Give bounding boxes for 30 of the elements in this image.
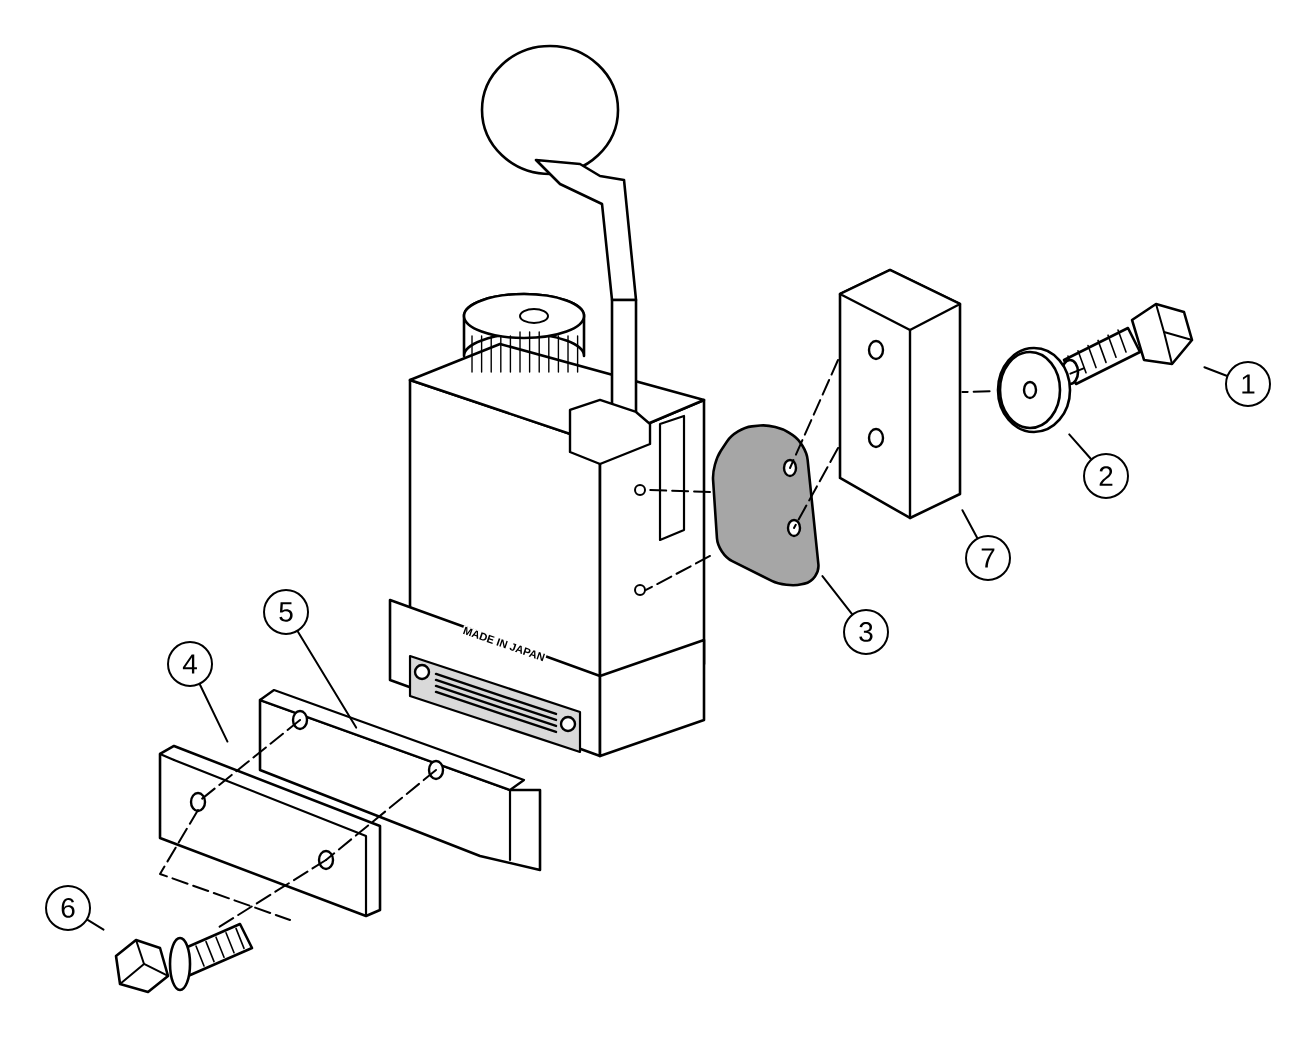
centerline	[213, 859, 327, 931]
centerline	[645, 555, 711, 591]
block-drawing	[838, 268, 962, 520]
centerline	[961, 390, 991, 394]
leader-line	[1203, 366, 1228, 377]
plate-drawing	[158, 744, 382, 921]
washer-drawing	[996, 346, 1072, 434]
callout-number: 4	[167, 641, 213, 687]
centerline	[789, 359, 839, 469]
callout-number: 1	[1225, 361, 1271, 407]
centerline	[645, 489, 711, 493]
centerline	[1069, 367, 1085, 375]
leader-line	[961, 509, 979, 539]
callout-number: 7	[965, 535, 1011, 581]
callout-number: 3	[843, 609, 889, 655]
leader-line	[86, 918, 105, 931]
centerline	[197, 719, 301, 803]
screw-drawing	[114, 922, 254, 994]
bracket-drawing	[258, 688, 542, 872]
leader-line	[199, 683, 229, 743]
callout-number: 2	[1083, 453, 1129, 499]
switch-drawing	[388, 44, 706, 758]
leader-line	[296, 630, 358, 729]
leader-line	[1068, 433, 1092, 460]
callout-number: 6	[45, 885, 91, 931]
bolt-drawing	[1060, 302, 1194, 386]
leader-line	[821, 575, 853, 615]
callout-number: 5	[263, 589, 309, 635]
centerline	[793, 447, 839, 529]
pad-drawing	[711, 424, 820, 587]
